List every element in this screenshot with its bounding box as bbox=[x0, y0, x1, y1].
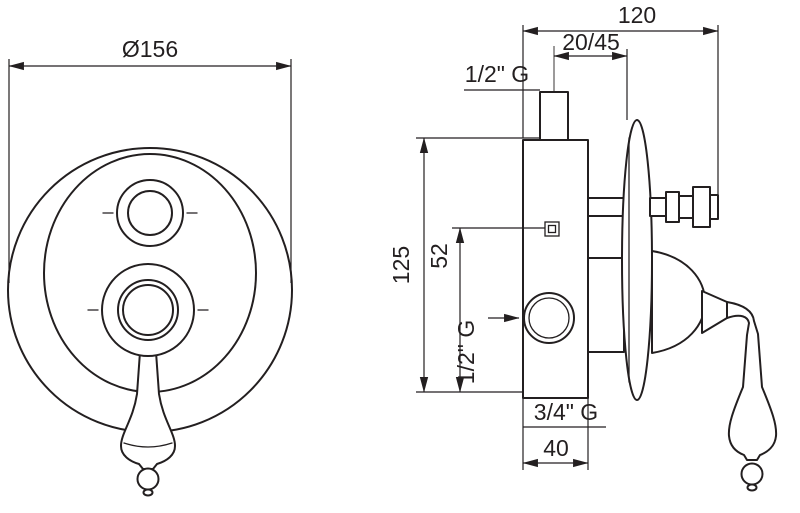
label-bottom-outlet: 3/4" G bbox=[523, 399, 606, 428]
port-offset-label: 52 bbox=[426, 243, 452, 269]
valve-body bbox=[522, 139, 589, 399]
side-port-circle-outer bbox=[523, 292, 575, 344]
dim-overall-width: 120 bbox=[522, 2, 719, 194]
top-inlet-pipe bbox=[539, 91, 569, 141]
main-knob bbox=[87, 263, 209, 357]
dim-projection: 20/45 bbox=[553, 29, 628, 120]
height-label: 125 bbox=[388, 246, 414, 284]
lever-body bbox=[120, 351, 176, 470]
lever-tip bbox=[142, 488, 154, 497]
dim-height: 125 bbox=[388, 137, 540, 393]
body-details bbox=[523, 221, 575, 344]
side-port-circle-inner bbox=[528, 297, 570, 339]
connector-step bbox=[649, 197, 667, 217]
side-view: 120 20/45 1/2" G 125 52 1/2 bbox=[388, 2, 778, 492]
stop-detail-inner bbox=[547, 224, 557, 234]
main-knob-outer bbox=[101, 263, 195, 357]
lever-ball bbox=[136, 467, 160, 491]
side-port-label: 1/2" G bbox=[453, 320, 479, 384]
top-inlet-label: 1/2" G bbox=[465, 61, 529, 87]
lever-rim-line bbox=[123, 442, 173, 448]
main-knob-ring bbox=[117, 279, 179, 341]
connector-step bbox=[665, 191, 680, 223]
diverter-knob bbox=[102, 179, 198, 247]
label-top-inlet: 1/2" G bbox=[464, 61, 540, 91]
shower-outlet-connector bbox=[649, 186, 719, 228]
overall-width-label: 120 bbox=[618, 2, 656, 28]
label-side-port: 1/2" G bbox=[453, 313, 520, 384]
main-knob-cap bbox=[122, 284, 174, 336]
lever-handle-front bbox=[120, 351, 176, 497]
handle-assembly-side bbox=[651, 250, 778, 492]
connector-step bbox=[678, 195, 694, 219]
lever-tip-side bbox=[746, 483, 758, 492]
diverter-knob-outer bbox=[116, 179, 184, 247]
handle-dome bbox=[651, 250, 706, 354]
dim-port-offset: 52 bbox=[426, 227, 545, 393]
connector-step bbox=[709, 194, 719, 220]
connector-step bbox=[692, 186, 711, 228]
front-view: Ø156 bbox=[7, 36, 293, 497]
lever-body-side bbox=[726, 301, 778, 461]
shower-outlet-neck bbox=[587, 197, 625, 217]
dim-diameter: Ø156 bbox=[8, 36, 292, 283]
diameter-label: Ø156 bbox=[122, 36, 178, 62]
body-depth-label: 40 bbox=[543, 435, 569, 461]
cartridge-neck bbox=[587, 257, 625, 353]
projection-label: 20/45 bbox=[562, 29, 620, 55]
diverter-knob-inner bbox=[127, 190, 173, 236]
dim-body-depth: 40 bbox=[522, 398, 589, 470]
stop-detail bbox=[544, 221, 560, 237]
lever-ball-side bbox=[740, 462, 764, 486]
wall-flange bbox=[621, 119, 653, 401]
handle-cone bbox=[701, 290, 728, 334]
